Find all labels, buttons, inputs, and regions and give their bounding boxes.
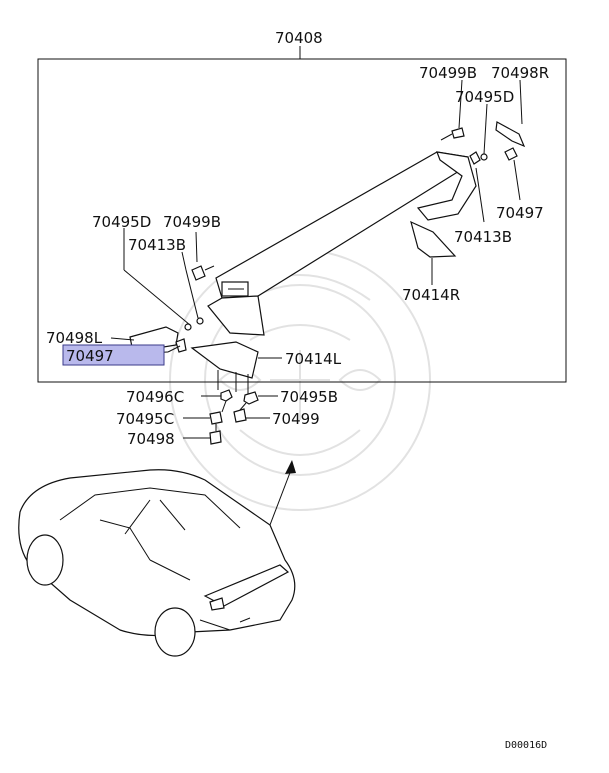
label-70498[interactable]: 70498 <box>127 430 175 448</box>
label-70495c[interactable]: 70495C <box>116 410 174 428</box>
part-labels: 70499B 70498R 70495D 70497 70413B 70414R… <box>46 64 549 448</box>
label-70499b-right[interactable]: 70499B <box>419 64 477 82</box>
watermark-emblem <box>169 249 431 511</box>
label-70414l[interactable]: 70414L <box>285 350 342 368</box>
right-hardware <box>410 121 526 258</box>
assembly-frame <box>37 58 567 383</box>
highlight-box <box>62 344 165 366</box>
leader-lines <box>110 79 523 439</box>
label-70414r[interactable]: 70414R <box>402 286 460 304</box>
reference-code: D00016D <box>505 740 547 751</box>
car-outline <box>18 469 296 657</box>
label-70413b-left[interactable]: 70413B <box>128 236 186 254</box>
label-70498l[interactable]: 70498L <box>46 329 103 347</box>
spoiler-wing <box>207 151 477 336</box>
label-70498r[interactable]: 70498R <box>491 64 549 82</box>
label-70496c[interactable]: 70496C <box>126 388 184 406</box>
label-70495d-left[interactable]: 70495D <box>92 213 151 231</box>
assembly-number: 70408 <box>275 29 323 47</box>
label-70499b-left[interactable]: 70499B <box>163 213 221 231</box>
label-70413b-right[interactable]: 70413B <box>454 228 512 246</box>
label-70497-left-highlighted[interactable]: 70497 <box>66 347 114 365</box>
label-70497-right[interactable]: 70497 <box>496 204 544 222</box>
label-70499[interactable]: 70499 <box>272 410 320 428</box>
fasteners <box>209 370 259 445</box>
label-70495d-right[interactable]: 70495D <box>455 88 514 106</box>
label-70495b[interactable]: 70495B <box>280 388 338 406</box>
